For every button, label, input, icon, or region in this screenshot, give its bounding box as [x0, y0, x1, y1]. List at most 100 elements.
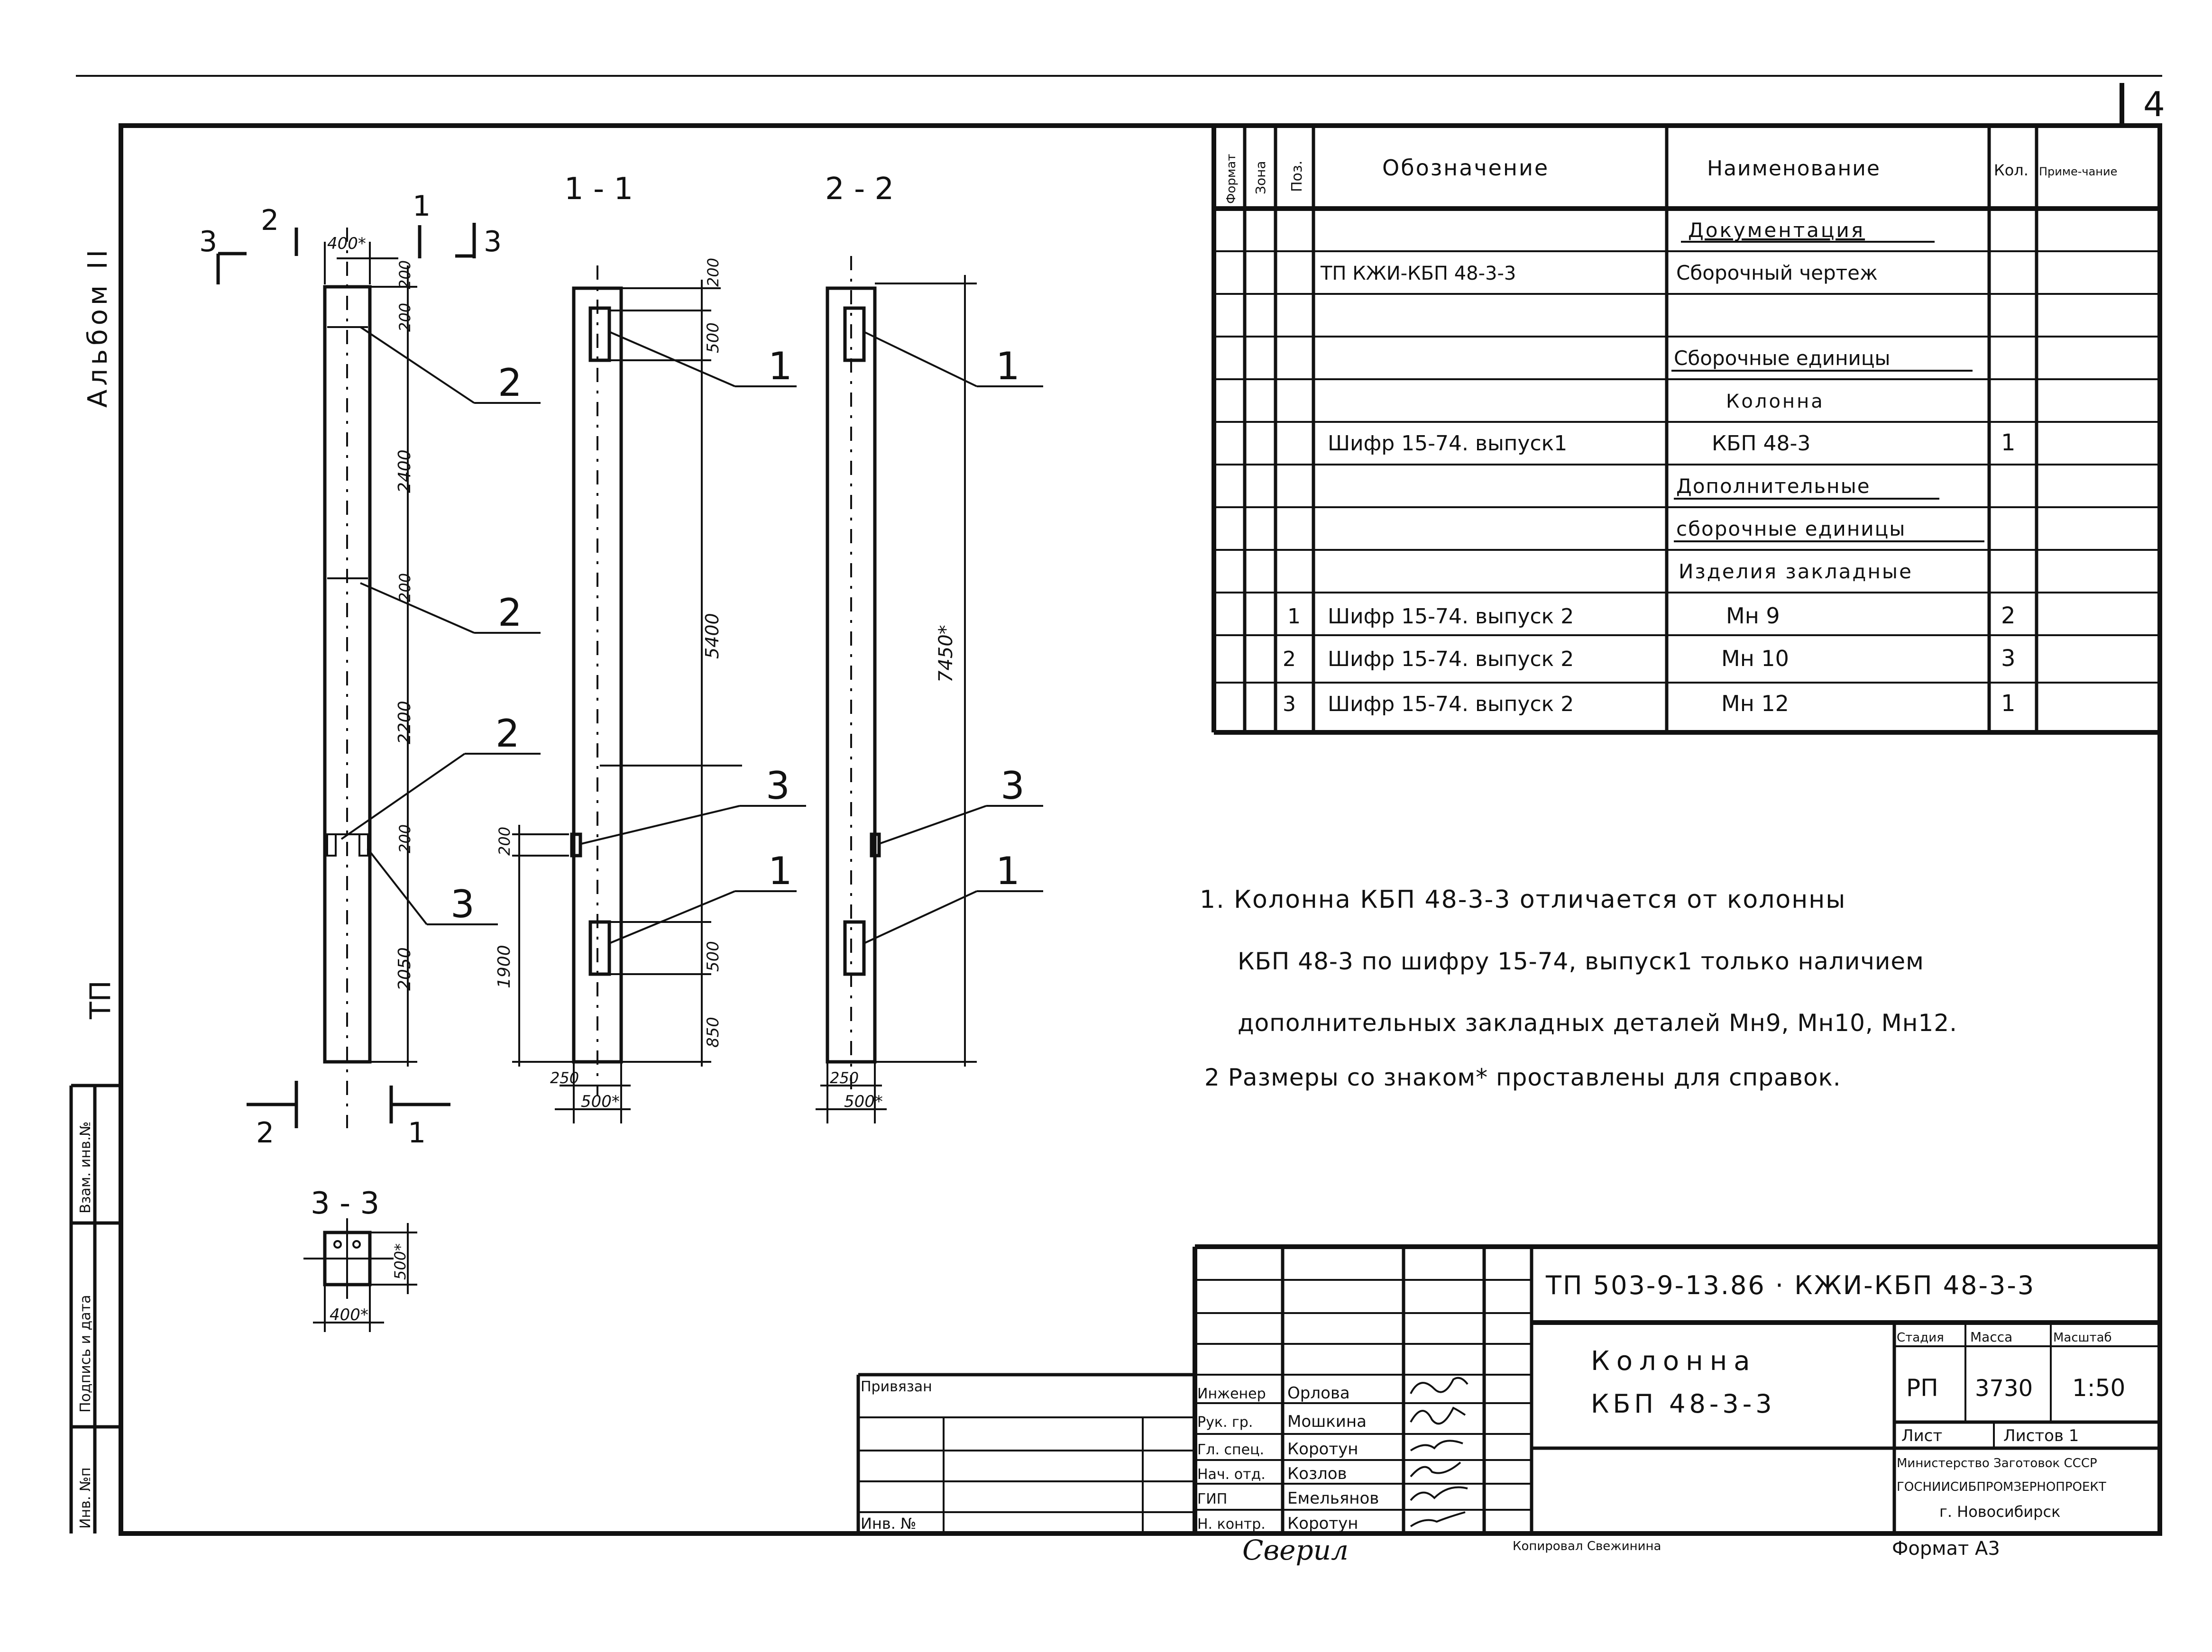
dim-s33-height: 500*	[391, 1243, 409, 1280]
row-designation: Шифр 15-74. выпуск 2	[1328, 604, 1574, 629]
cut-mark-3-left: 3	[199, 225, 217, 258]
spec-header-note: Приме-чание	[2039, 165, 2117, 178]
dim-s11-500b: 500	[704, 941, 723, 972]
callout-elev-b: 2	[498, 591, 522, 635]
s11-leaders	[581, 331, 806, 944]
stamp-replace-inv: Взам. инв.№	[77, 1122, 94, 1214]
section-3-3	[303, 1218, 417, 1332]
album-label: Альбом II	[83, 246, 113, 408]
staff-name: Емельянов	[1287, 1489, 1379, 1508]
callout-s22-b: 3	[1000, 764, 1025, 808]
row-name: Сборочный чертеж	[1676, 261, 1878, 284]
stamp-inv-no: Инв. №п	[77, 1467, 94, 1529]
row-designation: ТП КЖИ-КБП 48-3-3	[1320, 263, 1516, 284]
mass-value: 3730	[1975, 1375, 2033, 1402]
row-name: Мн 9	[1726, 603, 1780, 629]
row-name: Документация	[1688, 219, 1865, 242]
dim-elev-plate2: 200	[396, 573, 414, 602]
dim-s11-200: 200	[496, 827, 514, 856]
signatures	[1410, 1377, 1469, 1527]
dim-s11-500a: 500	[704, 322, 723, 353]
row-qty: 2	[2001, 602, 2016, 629]
dim-s22-500w: 500*	[844, 1092, 883, 1111]
spec-table-rows: Документация ТП КЖИ-КБП 48-3-3 Сборочный…	[1283, 219, 2016, 717]
section-3-3-title: 3 - 3	[311, 1186, 379, 1221]
bound-label: Привязан	[861, 1378, 932, 1395]
org-line-2: ГОСНИИСИБПРОМЗЕРНОПРОЕКТ	[1897, 1480, 2106, 1494]
callout-s11-b: 3	[766, 764, 790, 808]
notes: 1. Колонна КБП 48-3-3 отличается от коло…	[1200, 885, 1957, 1091]
dim-s33-width: 400*	[330, 1305, 368, 1324]
cut-mark-3-right: 3	[484, 225, 502, 258]
callout-s22-a: 1	[996, 344, 1020, 388]
section-1-1	[512, 265, 742, 1123]
s22-leaders	[863, 331, 1043, 944]
dim-s11-5400: 5400	[702, 613, 723, 659]
section-2-2	[816, 256, 977, 1123]
cut-marks	[216, 223, 476, 1128]
row-pos: 2	[1283, 647, 1296, 671]
dim-elev-plate3: 200	[396, 824, 414, 853]
dim-elev-plate1: 200	[396, 303, 414, 332]
scale-value: 1:50	[2072, 1374, 2125, 1402]
row-name: Мн 12	[1721, 691, 1789, 716]
dim-elev-width: 400*	[327, 234, 366, 253]
row-name: Колонна	[1726, 391, 1825, 412]
role: ГИП	[1197, 1491, 1227, 1507]
row-qty: 1	[2001, 429, 2016, 456]
callout-elev-c: 2	[496, 712, 520, 756]
stamp-sign-date: Подпись и дата	[77, 1295, 94, 1413]
role: Инженер	[1197, 1386, 1266, 1402]
format-label: Формат А3	[1892, 1538, 2000, 1560]
sheet-number: 4	[2143, 84, 2165, 124]
dim-s22-250: 250	[830, 1069, 859, 1087]
staff-name: Коротун	[1287, 1514, 1358, 1533]
note-line-2: КБП 48-3 по шифру 15-74, выпуск1 только …	[1238, 948, 1924, 975]
row-pos: 3	[1283, 692, 1296, 716]
sheet-label: Лист	[1901, 1426, 1942, 1445]
staff-list: Инженер Рук. гр. Гл. спец. Нач. отд. ГИП…	[1197, 1384, 1379, 1533]
role: Рук. гр.	[1197, 1414, 1253, 1431]
sheet-frame	[69, 75, 2162, 1536]
title-block	[856, 1244, 2160, 1533]
scale-label: Масштаб	[2053, 1331, 2112, 1345]
row-name: Мн 10	[1721, 646, 1789, 671]
stage-value: РП	[1906, 1374, 1938, 1402]
note-line-3: дополнительных закладных деталей Мн9, Мн…	[1238, 1009, 1957, 1037]
note-line-4: 2 Размеры со знаком* проставлены для спр…	[1204, 1064, 1841, 1091]
spec-header-zone: Зона	[1253, 161, 1268, 194]
column-elevation	[323, 228, 417, 1128]
spec-header-qty: Кол.	[1994, 161, 2028, 179]
inv-label: Инв. №	[861, 1515, 916, 1533]
spec-header-name: Наименование	[1707, 156, 1881, 181]
row-designation: Шифр 15-74. выпуск 2	[1328, 692, 1574, 716]
elev-leaders	[340, 326, 541, 925]
note-line-1: 1. Колонна КБП 48-3-3 отличается от коло…	[1200, 885, 1846, 914]
staff-name: Мошкина	[1287, 1412, 1367, 1431]
row-designation: Шифр 15-74. выпуск 2	[1328, 647, 1574, 671]
spec-header-pos: Поз.	[1289, 161, 1305, 192]
role: Нач. отд.	[1197, 1466, 1266, 1483]
cut-mark-2-top: 2	[261, 204, 279, 237]
row-name: КБП 48-3	[1712, 431, 1810, 456]
staff-name: Козлов	[1287, 1464, 1347, 1483]
spec-table	[1212, 126, 2160, 735]
row-name: Сборочные единицы	[1674, 347, 1891, 370]
staff-name: Орлова	[1287, 1384, 1350, 1403]
callout-elev-a: 2	[498, 361, 522, 405]
row-name: сборочные единицы	[1676, 517, 1906, 540]
dim-s11-1900: 1900	[495, 945, 514, 988]
mass-label: Масса	[1970, 1329, 2012, 1345]
dim-s11-500w: 500*	[581, 1092, 620, 1111]
dim-s11-top: 200	[704, 258, 722, 287]
row-qty: 3	[2001, 645, 2016, 672]
dim-elev-2050: 2050	[395, 947, 414, 991]
left-margin-tp: ТП	[84, 980, 117, 1020]
doc-code: ТП 503-9-13.86 · КЖИ-КБП 48-3-3	[1545, 1270, 2035, 1300]
dim-elev-top: 200	[396, 260, 414, 289]
callout-s11-a: 1	[768, 344, 792, 388]
spec-header-designation: Обозначение	[1382, 155, 1549, 181]
stage-label: Стадия	[1897, 1331, 1944, 1345]
item-name-2: КБП 48-3-3	[1591, 1389, 1776, 1419]
